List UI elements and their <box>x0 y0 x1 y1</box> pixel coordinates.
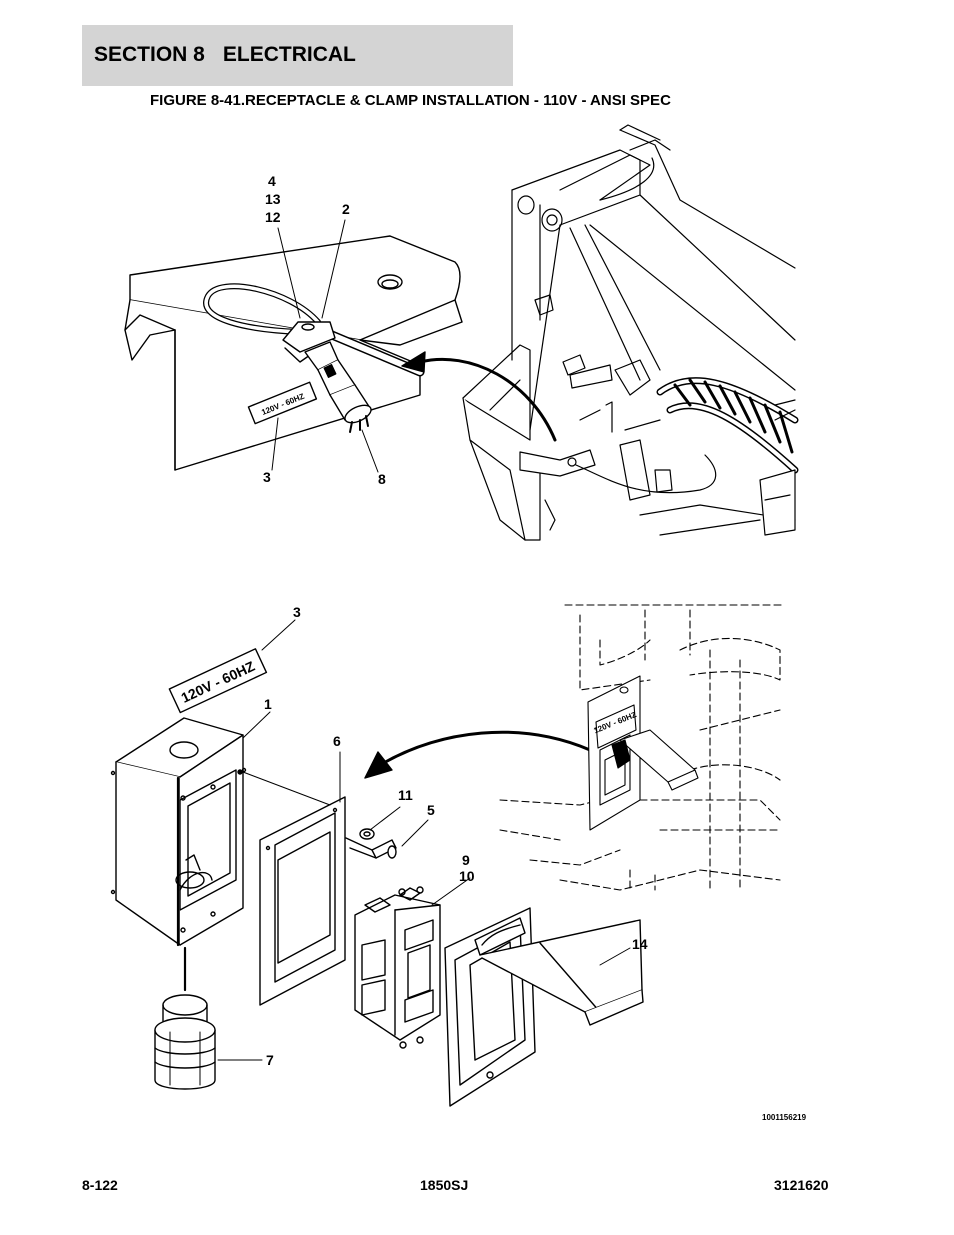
drawing-number: 1001156219 <box>762 1113 807 1122</box>
footer-manual-number: 3121620 <box>774 1177 829 1193</box>
gfci-receptacle <box>354 877 471 1049</box>
callout-6: 6 <box>333 733 341 749</box>
section-name: ELECTRICAL <box>222 43 356 66</box>
section-number: SECTION 8 <box>94 43 205 66</box>
screw-washer <box>345 806 429 859</box>
footer-page-number: 8-122 <box>82 1177 118 1193</box>
callout-11: 11 <box>398 787 413 803</box>
callout-10: 10 <box>459 868 475 884</box>
figure-title: FIGURE 8-41.RECEPTACLE & CLAMP INSTALLAT… <box>150 92 671 109</box>
callout-3-bottom: 3 <box>293 604 301 620</box>
gasket <box>242 751 346 1006</box>
callout-3-top: 3 <box>263 469 271 485</box>
callout-1: 1 <box>264 696 272 712</box>
callout-8: 8 <box>378 471 386 487</box>
weatherproof-cover <box>444 907 644 1107</box>
callout-2: 2 <box>342 201 350 217</box>
callout-14: 14 <box>632 936 648 952</box>
callout-9: 9 <box>462 852 470 868</box>
section-banner: SECTION 8 ELECTRICAL <box>82 25 513 86</box>
callout-13: 13 <box>265 191 281 207</box>
top-detail-bracket: 120V - 60HZ <box>124 219 463 473</box>
callout-12: 12 <box>265 209 281 225</box>
top-arrow <box>401 351 557 442</box>
callout-5: 5 <box>427 802 435 818</box>
footer-model: 1850SJ <box>420 1177 469 1193</box>
decal-label: 120V - 60HZ <box>168 619 296 714</box>
bottom-arrow <box>364 730 592 779</box>
top-machine-view <box>462 124 799 541</box>
callout-4: 4 <box>268 173 276 189</box>
bottom-machine-view: 120V - 60HZ <box>499 604 786 891</box>
connector-fitting <box>154 946 263 1090</box>
callout-7: 7 <box>266 1052 274 1068</box>
electrical-box <box>110 711 271 947</box>
